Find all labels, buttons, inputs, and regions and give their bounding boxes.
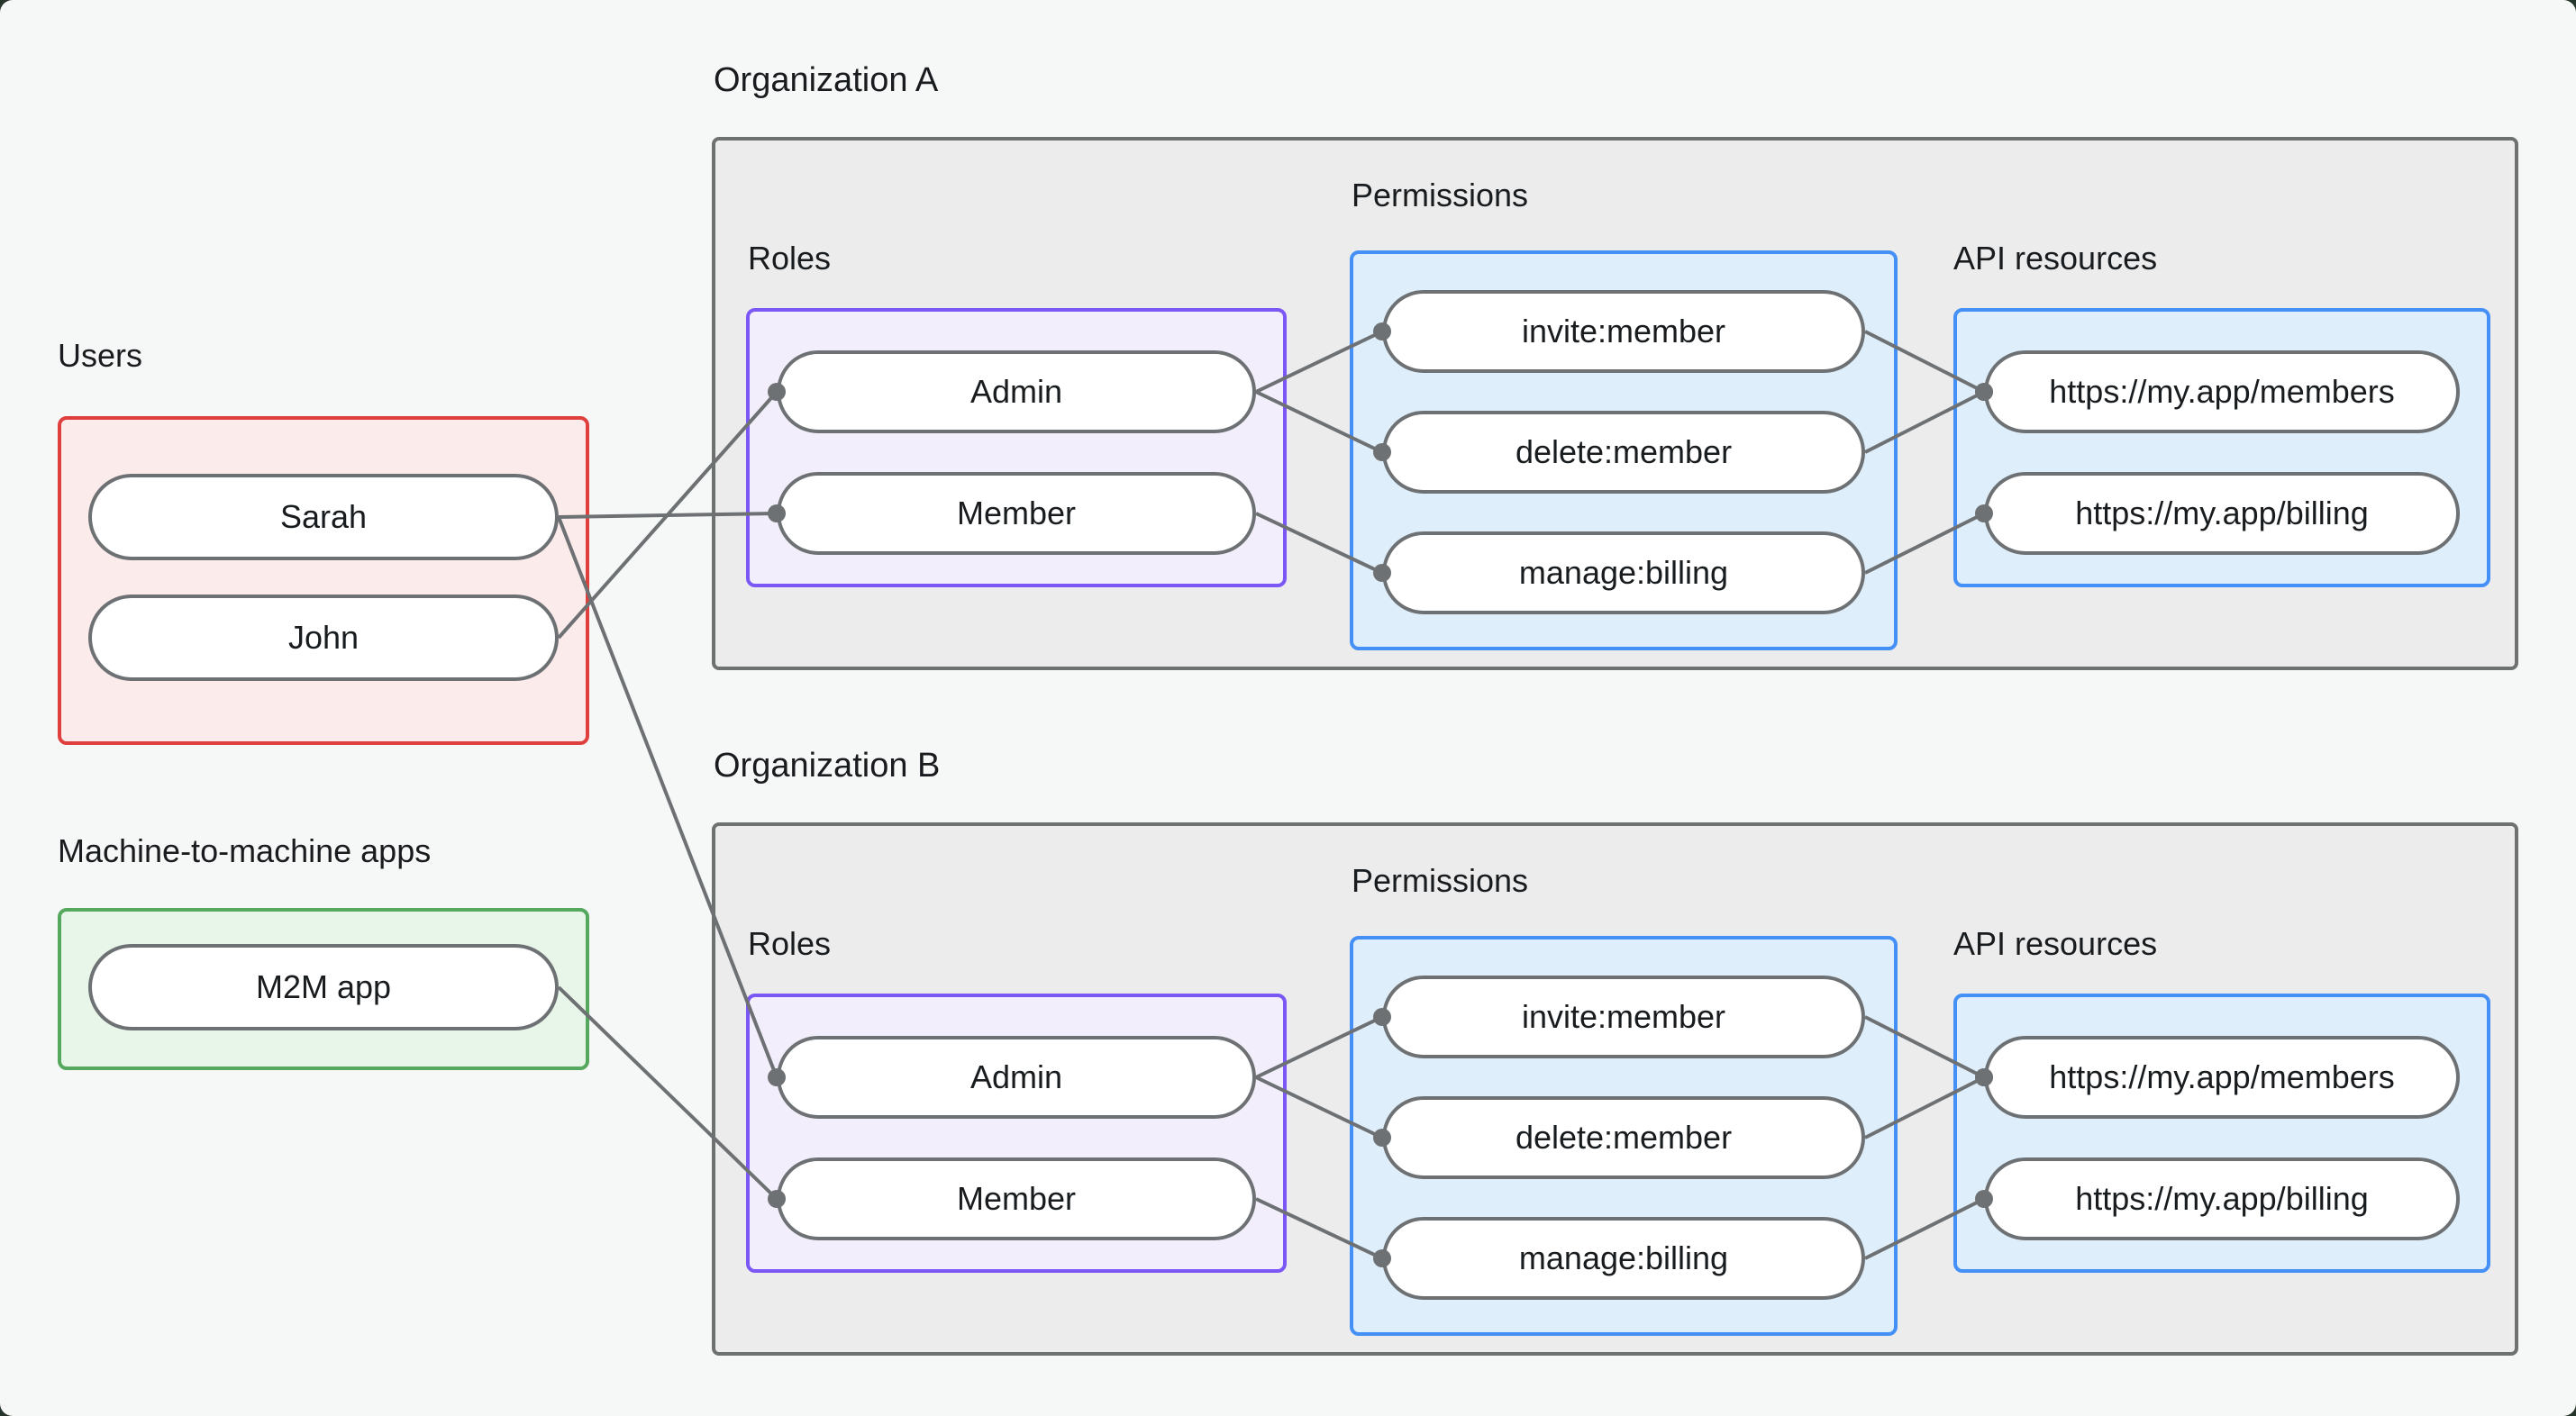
- org-a-api-members-resource: https://my.app/members: [1984, 350, 2460, 433]
- org-a-api-resources-label: API resources: [1953, 240, 2158, 277]
- user-node-sarah: Sarah: [88, 474, 559, 560]
- org-b-permissions-label: Permissions: [1352, 862, 1529, 899]
- org-a-permission-invite-member: invite:member: [1382, 290, 1865, 373]
- org-b-permission-manage-billing: manage:billing: [1382, 1217, 1865, 1300]
- user-node-john: John: [88, 595, 559, 681]
- org-a-api-billing-resource: https://my.app/billing: [1984, 472, 2460, 555]
- org-a-permission-manage-billing: manage:billing: [1382, 531, 1865, 614]
- org-b-api-billing-resource: https://my.app/billing: [1984, 1157, 2460, 1240]
- org-b-roles-label: Roles: [748, 925, 832, 962]
- users-group-label: Users: [58, 337, 143, 374]
- org-b-permission-invite-member: invite:member: [1382, 976, 1865, 1058]
- org-a-label: Organization A: [714, 61, 939, 99]
- org-a-roles-label: Roles: [748, 240, 832, 277]
- org-b-label: Organization B: [714, 747, 941, 785]
- org-b-api-resources-label: API resources: [1953, 925, 2158, 962]
- org-a-permissions-label: Permissions: [1352, 177, 1529, 213]
- org-a-role-admin: Admin: [777, 350, 1256, 433]
- org-a-role-member: Member: [777, 472, 1256, 555]
- org-b-role-admin: Admin: [777, 1036, 1256, 1119]
- m2m-group-label: Machine-to-machine apps: [58, 832, 432, 869]
- users-group-box: [58, 416, 589, 745]
- org-b-permission-delete-member: delete:member: [1382, 1096, 1865, 1179]
- org-b-api-members-resource: https://my.app/members: [1984, 1036, 2460, 1119]
- m2m-app-node: M2M app: [88, 944, 559, 1030]
- org-a-permission-delete-member: delete:member: [1382, 411, 1865, 494]
- org-b-role-member: Member: [777, 1157, 1256, 1240]
